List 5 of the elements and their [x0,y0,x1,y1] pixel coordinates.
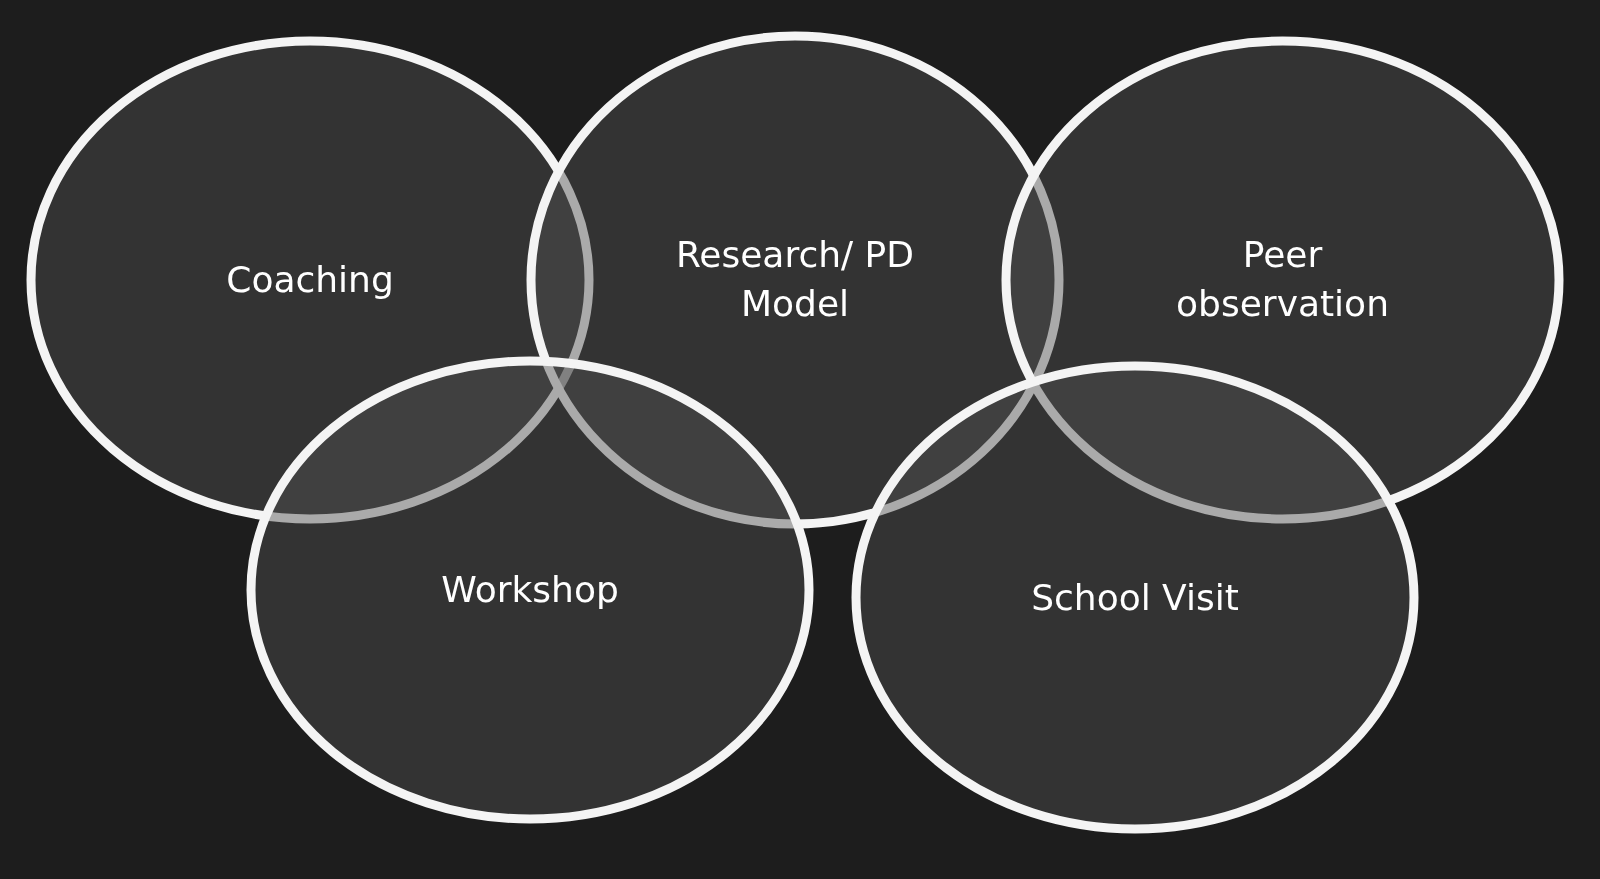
circle-label: Coaching [226,257,394,302]
circle-label: School Visit [1031,575,1239,620]
circle-label: Research/ PD Model [674,233,916,326]
circle-label: Peer observation [1175,233,1390,326]
circle-label: Workshop [441,567,619,612]
